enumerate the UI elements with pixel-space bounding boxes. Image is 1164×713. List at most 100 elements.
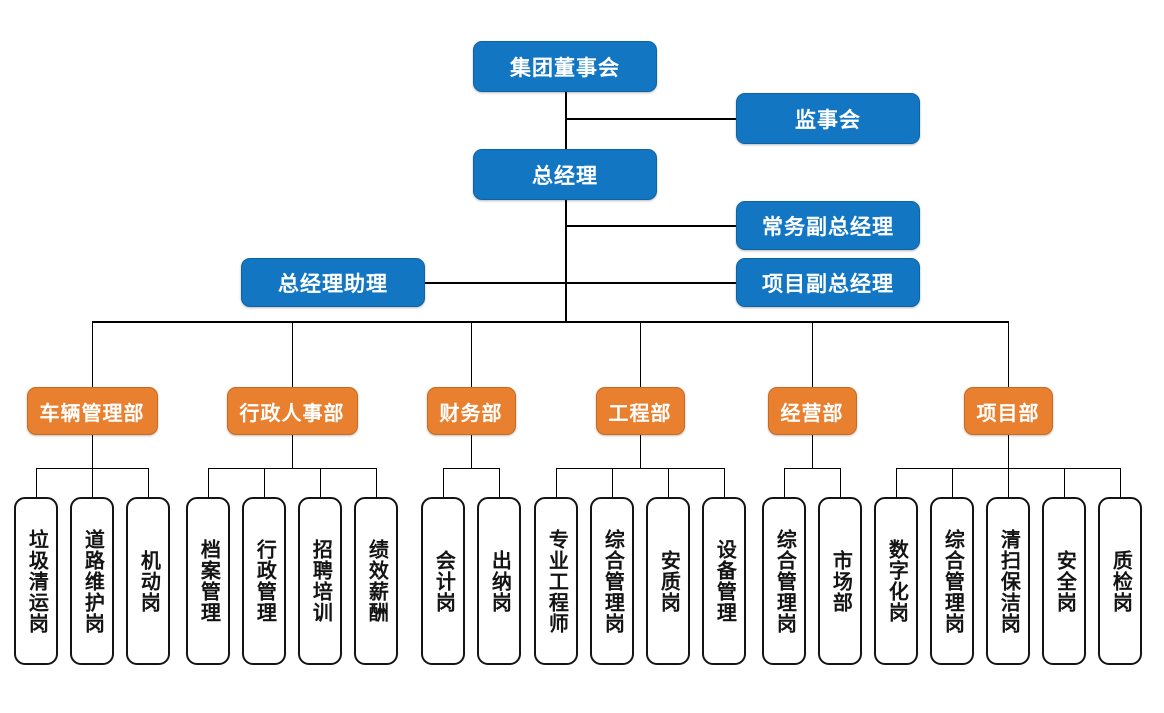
node-position-label: 道路维护岗	[81, 528, 104, 634]
node-department-label: 项目部	[976, 402, 1040, 425]
node-board[interactable]: 集团董事会	[473, 41, 657, 92]
connector-department-6-to-branch	[1007, 435, 1009, 468]
node-board-label: 集团董事会	[510, 56, 620, 80]
node-position-3-1[interactable]: 会计岗	[421, 497, 465, 665]
node-position-label: 安质岗	[657, 549, 680, 613]
node-position-2-4[interactable]: 绩效薪酬	[354, 497, 398, 665]
node-position-4-3[interactable]: 安质岗	[646, 497, 690, 665]
connector-branch-to-position-3-2	[498, 468, 500, 497]
node-position-4-4[interactable]: 设备管理	[702, 497, 746, 665]
connector-gm-to-trunk	[565, 200, 567, 322]
connector-department-5-to-branch	[811, 435, 813, 468]
node-department-6[interactable]: 项目部	[963, 387, 1053, 435]
node-supervisory-board-label: 监事会	[795, 108, 861, 132]
node-gm-assistant-label: 总经理助理	[278, 272, 388, 296]
node-supervisory-board[interactable]: 监事会	[736, 93, 920, 144]
node-position-label: 专业工程师	[545, 528, 568, 634]
connector-branch-to-position-1-3	[147, 468, 149, 497]
node-position-1-2[interactable]: 道路维护岗	[70, 497, 114, 665]
node-position-6-4[interactable]: 安全岗	[1042, 497, 1086, 665]
node-position-label: 招聘培训	[309, 539, 332, 623]
node-department-1[interactable]: 车辆管理部	[26, 387, 158, 435]
node-position-label: 综合管理岗	[941, 528, 964, 634]
connector-trunk-to-department-2	[291, 322, 293, 387]
connector-branch-to-position-1-1	[35, 468, 37, 497]
connector-branch-to-position-4-3	[667, 468, 669, 497]
node-department-2[interactable]: 行政人事部	[226, 387, 358, 435]
connector-branch-to-position-6-1	[895, 468, 897, 497]
node-general-manager-label: 总经理	[532, 164, 598, 188]
node-position-label: 机动岗	[137, 549, 160, 613]
node-position-label: 综合管理岗	[601, 528, 624, 634]
node-position-3-2[interactable]: 出纳岗	[477, 497, 521, 665]
node-position-2-3[interactable]: 招聘培训	[298, 497, 342, 665]
connector-department-4-to-branch	[639, 435, 641, 468]
node-position-label: 安全岗	[1053, 549, 1076, 613]
branch-bar-department-3	[443, 468, 499, 469]
node-position-label: 数字化岗	[885, 539, 908, 623]
connector-spine-to-project-vice-gm	[565, 282, 736, 284]
connector-branch-to-position-4-4	[723, 468, 725, 497]
node-position-2-2[interactable]: 行政管理	[242, 497, 286, 665]
node-gm-assistant[interactable]: 总经理助理	[241, 258, 425, 307]
node-executive-vice-gm-label: 常务副总经理	[762, 215, 894, 239]
node-position-6-3[interactable]: 清扫保洁岗	[986, 497, 1030, 665]
node-department-label: 财务部	[439, 402, 503, 425]
node-department-4[interactable]: 工程部	[595, 387, 685, 435]
connector-branch-to-position-6-2	[951, 468, 953, 497]
connector-branch-to-position-3-1	[442, 468, 444, 497]
connector-branch-to-position-5-1	[783, 468, 785, 497]
node-position-6-5[interactable]: 质检岗	[1098, 497, 1142, 665]
connector-branch-to-position-2-2	[263, 468, 265, 497]
connector-branch-to-position-6-5	[1119, 468, 1121, 497]
node-department-3[interactable]: 财务部	[426, 387, 516, 435]
node-position-label: 市场部	[829, 549, 852, 613]
connector-trunk-to-department-6	[1007, 322, 1009, 387]
branch-bar-department-5	[784, 468, 840, 469]
connector-branch-to-position-2-3	[319, 468, 321, 497]
node-position-1-1[interactable]: 垃圾清运岗	[14, 497, 58, 665]
connector-branch-to-position-2-1	[207, 468, 209, 497]
connector-trunk-to-department-3	[470, 322, 472, 387]
connector-trunk-to-department-1	[91, 322, 93, 387]
node-position-4-2[interactable]: 综合管理岗	[590, 497, 634, 665]
node-position-2-1[interactable]: 档案管理	[186, 497, 230, 665]
connector-trunk-to-department-4	[639, 322, 641, 387]
connector-gm-spine-to-supervisory	[565, 118, 736, 120]
node-position-label: 设备管理	[713, 539, 736, 623]
node-position-5-1[interactable]: 综合管理岗	[762, 497, 806, 665]
connector-board-to-gm	[565, 92, 567, 149]
branch-bar-department-2	[208, 468, 376, 469]
connector-spine-to-executive-vice-gm	[565, 225, 736, 227]
connector-department-1-to-branch	[91, 435, 93, 468]
node-position-6-2[interactable]: 综合管理岗	[930, 497, 974, 665]
node-position-label: 出纳岗	[488, 549, 511, 613]
node-position-label: 综合管理岗	[773, 528, 796, 634]
connector-branch-to-position-6-3	[1007, 468, 1009, 497]
node-position-5-2[interactable]: 市场部	[818, 497, 862, 665]
node-position-1-3[interactable]: 机动岗	[126, 497, 170, 665]
node-position-label: 档案管理	[197, 539, 220, 623]
node-position-6-1[interactable]: 数字化岗	[874, 497, 918, 665]
node-general-manager[interactable]: 总经理	[473, 149, 657, 200]
connector-branch-to-position-4-2	[611, 468, 613, 497]
connector-department-3-to-branch	[470, 435, 472, 468]
connector-branch-to-position-6-4	[1063, 468, 1065, 497]
connector-branch-to-position-1-2	[91, 468, 93, 497]
node-position-label: 清扫保洁岗	[997, 528, 1020, 634]
node-department-label: 车辆管理部	[39, 402, 145, 425]
connector-branch-to-position-5-2	[839, 468, 841, 497]
node-position-label: 垃圾清运岗	[25, 528, 48, 634]
node-executive-vice-gm[interactable]: 常务副总经理	[736, 201, 920, 250]
node-department-5[interactable]: 经营部	[767, 387, 857, 435]
node-position-label: 行政管理	[253, 539, 276, 623]
connector-branch-to-position-2-4	[375, 468, 377, 497]
node-position-4-1[interactable]: 专业工程师	[534, 497, 578, 665]
node-department-label: 工程部	[608, 402, 672, 425]
node-department-label: 行政人事部	[239, 402, 345, 425]
branch-bar-department-4	[556, 468, 724, 469]
node-project-vice-gm-label: 项目副总经理	[762, 272, 894, 296]
node-project-vice-gm[interactable]: 项目副总经理	[736, 258, 920, 307]
node-position-label: 绩效薪酬	[365, 539, 388, 623]
